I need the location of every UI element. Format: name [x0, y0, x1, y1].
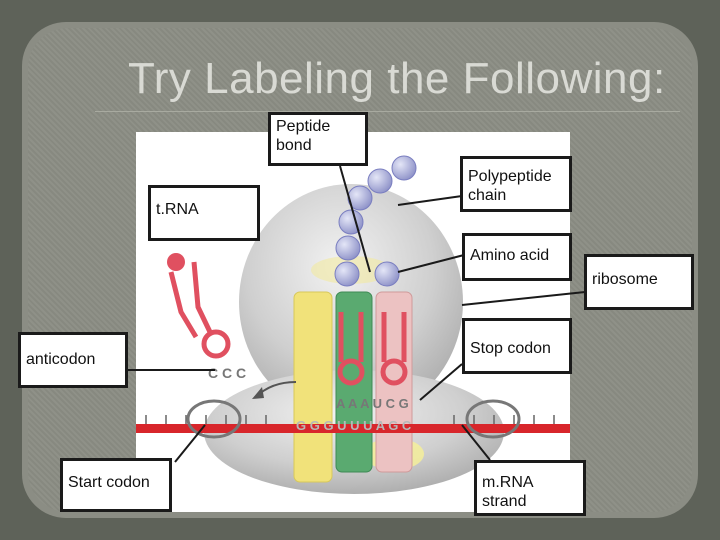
- leader-stop-codon: [419, 363, 463, 401]
- start-codon-ring: [186, 399, 242, 439]
- stop-codon-ring: [465, 399, 521, 439]
- incoming-anticodon-letters: C C C: [208, 365, 246, 381]
- label-mrna-strand[interactable]: m.RNA strand: [474, 460, 586, 516]
- leader-amino-acid: [397, 254, 465, 273]
- incoming-trna: [168, 261, 231, 359]
- leader-polypeptide: [397, 195, 463, 206]
- mrna-strand-line: [136, 424, 570, 433]
- leader-start-codon: [174, 424, 206, 463]
- slide-title: Try Labeling the Following:: [128, 54, 666, 103]
- leader-mrna: [461, 424, 491, 461]
- label-stop-codon[interactable]: Stop codon: [462, 318, 572, 374]
- polypeptide-chain: [334, 155, 417, 287]
- title-divider: [95, 111, 680, 112]
- label-trna[interactable]: t.RNA: [148, 185, 260, 241]
- label-ribosome[interactable]: ribosome: [584, 254, 694, 310]
- trna-yellow-body: [293, 291, 333, 483]
- translation-diagram: A A A U C G G G G U U U A G C C C C: [136, 132, 570, 512]
- label-start-codon[interactable]: Start codon: [60, 458, 172, 512]
- upper-codon-letters: A A A U C G: [336, 396, 409, 411]
- label-amino-acid[interactable]: Amino acid: [462, 233, 572, 281]
- leader-peptide-bond: [339, 165, 371, 273]
- label-peptide-bond[interactable]: Peptide bond: [268, 112, 368, 166]
- leader-ribosome: [461, 291, 586, 306]
- label-anticodon[interactable]: anticodon: [18, 332, 128, 388]
- lower-codon-letters: G G G U U U A G C: [296, 418, 412, 433]
- label-polypeptide-chain[interactable]: Polypeptide chain: [460, 156, 572, 212]
